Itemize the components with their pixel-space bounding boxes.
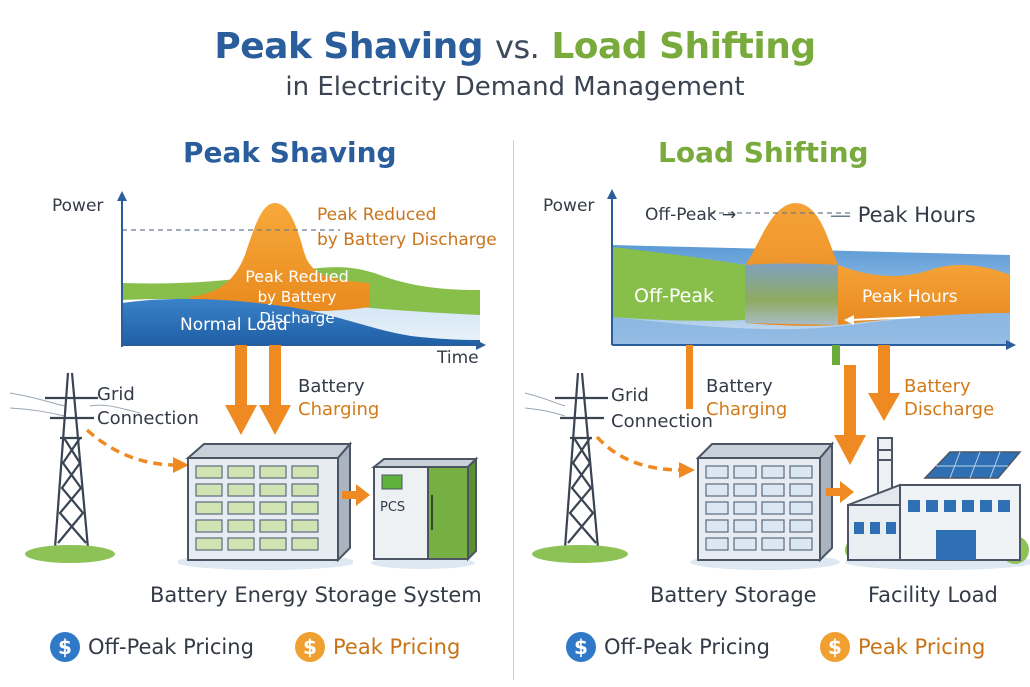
battery-to-pcs-arrow: [342, 484, 370, 506]
left-grid-tower-icon: [10, 372, 141, 563]
right-discharge-label: Battery Discharge: [904, 376, 995, 420]
left-bottom-label: Battery Energy Storage System: [150, 583, 482, 607]
left-grid-dashed-arrow: [85, 428, 189, 473]
left-battery-charging-label: Battery Charging: [298, 376, 380, 420]
peak-dollar-icon: $: [820, 632, 850, 662]
left-mid-label: Peak Redued by Battery Discharge: [245, 267, 349, 327]
facility-load-label: Facility Load: [868, 583, 998, 607]
left-y-axis-label: Power: [52, 196, 104, 216]
left-base-label: Normal Load: [180, 315, 288, 335]
right-offpeak-pricing: $ Off-Peak Pricing: [566, 632, 770, 662]
left-peak-label: Peak Reduced by Battery Discharge: [317, 205, 497, 250]
left-offpeak-pricing: $ Off-Peak Pricing: [50, 632, 254, 662]
right-grid-tower-icon: [525, 372, 628, 563]
left-heading: Peak Shaving: [183, 136, 397, 169]
battery-storage-label: Battery Storage: [650, 583, 817, 607]
right-y-axis-label: Power: [543, 196, 595, 216]
right-discharge-arrows: [832, 345, 900, 465]
peak-hours-band: [838, 265, 1010, 325]
normal-load-area: [122, 298, 480, 345]
left-load-chart: [117, 191, 486, 350]
orange-peak-area: [190, 203, 370, 312]
right-arrow-icon: →: [722, 205, 737, 225]
pcs-unit-icon: [371, 456, 478, 569]
left-down-arrows: [225, 345, 291, 435]
right-battery-icon: [690, 441, 840, 570]
center-divider: [513, 140, 514, 680]
offpeak-dollar-icon: $: [50, 632, 80, 662]
right-charging-label: Battery Charging: [706, 376, 788, 420]
peak-dollar-icon: $: [295, 632, 325, 662]
left-x-axis-label: Time: [437, 348, 479, 368]
right-offpeak-band-label: Off-Peak: [634, 285, 715, 307]
facility-building-icon: [845, 437, 1030, 570]
right-load-chart: [607, 189, 1016, 350]
left-battery-rack-icon: [178, 441, 353, 570]
battery-to-facility-arrow: [826, 481, 854, 503]
main-title: Peak Shaving vs. Load Shifting: [0, 26, 1030, 67]
offpeak-dollar-icon: $: [566, 632, 596, 662]
right-charging-line: [686, 345, 693, 409]
right-peak-top-label: — Peak Hours: [830, 203, 976, 227]
left-tower-grass: [25, 545, 115, 563]
left-grid-label: Grid Connection: [97, 384, 199, 429]
shift-blend: [745, 263, 838, 325]
right-offpeak-top-label: Off-Peak →: [645, 205, 737, 225]
right-peak-band-label: Peak Hours: [862, 287, 958, 307]
title-load-shifting: Load Shifting: [551, 26, 816, 67]
subtitle: in Electricity Demand Management: [285, 72, 745, 102]
right-peak-pricing: $ Peak Pricing: [820, 632, 985, 662]
title-vs: vs.: [495, 28, 540, 66]
pcs-label: PCS: [380, 500, 406, 515]
right-grid-dashed-arrow: [595, 435, 695, 478]
right-grid-label: Grid Connection: [611, 385, 713, 432]
right-heading: Load Shifting: [658, 136, 869, 169]
left-peak-pricing: $ Peak Pricing: [295, 632, 460, 662]
offpeak-block: [612, 247, 745, 321]
title-peak-shaving: Peak Shaving: [214, 26, 483, 67]
